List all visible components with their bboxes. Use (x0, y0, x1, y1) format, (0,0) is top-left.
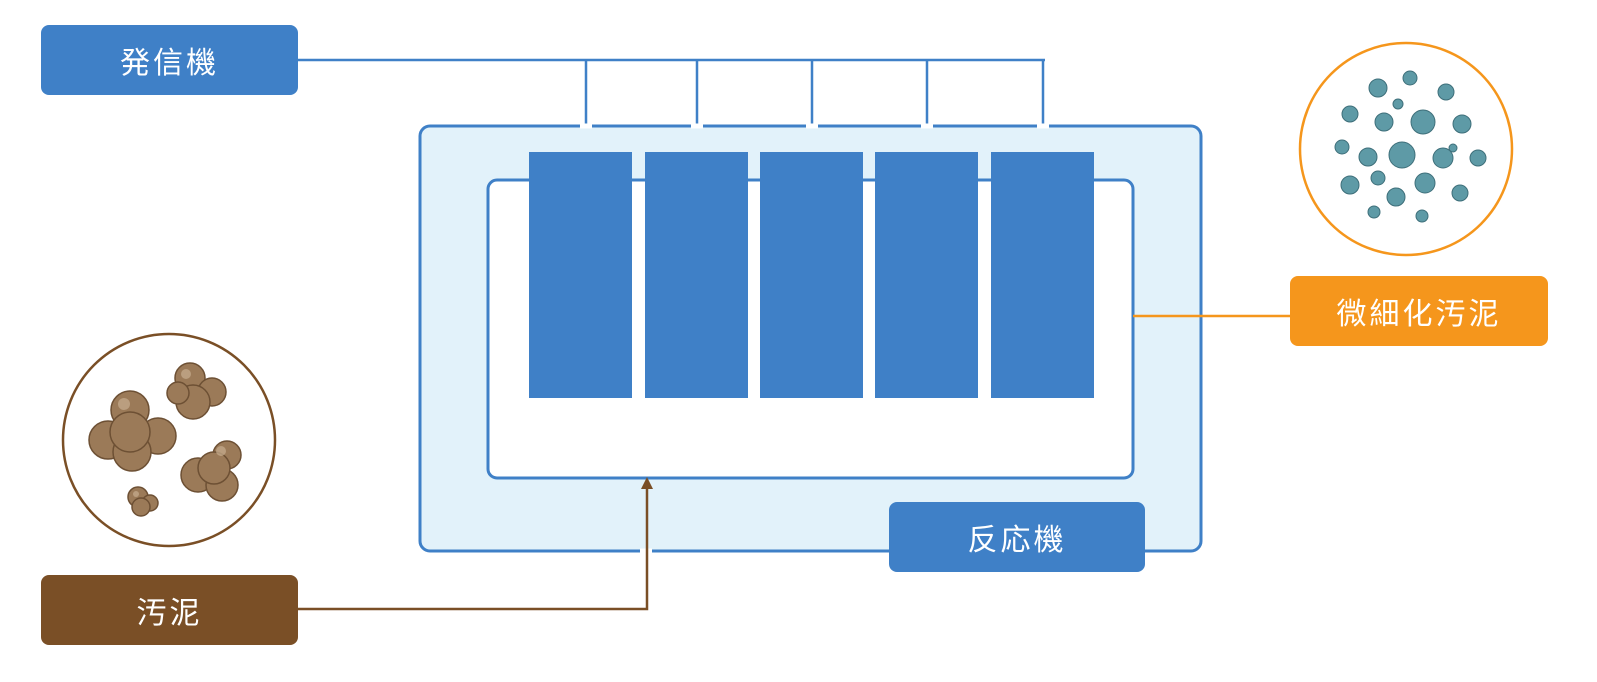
sludge-inlet (298, 477, 653, 611)
reactor-label: 反応機 (889, 502, 1145, 572)
transducer-1 (529, 152, 632, 398)
sludge-clumps-icon (61, 332, 277, 548)
fine-particles-icon (1298, 41, 1514, 257)
fine-sludge-label: 微細化汚泥 (1290, 276, 1548, 346)
generator-wiring (298, 58, 1045, 152)
transducer-5 (991, 152, 1094, 398)
tank-edge-gaps (580, 123, 1049, 554)
inlet-arrow-icon (641, 477, 653, 489)
transducer-4 (875, 152, 978, 398)
generator-label: 発信機 (41, 25, 298, 95)
transducer-2 (645, 152, 748, 398)
sludge-inlet-pipe (298, 488, 649, 611)
transducer-array (529, 152, 1094, 398)
sludge-label: 汚泥 (41, 575, 298, 645)
transducer-3 (760, 152, 863, 398)
